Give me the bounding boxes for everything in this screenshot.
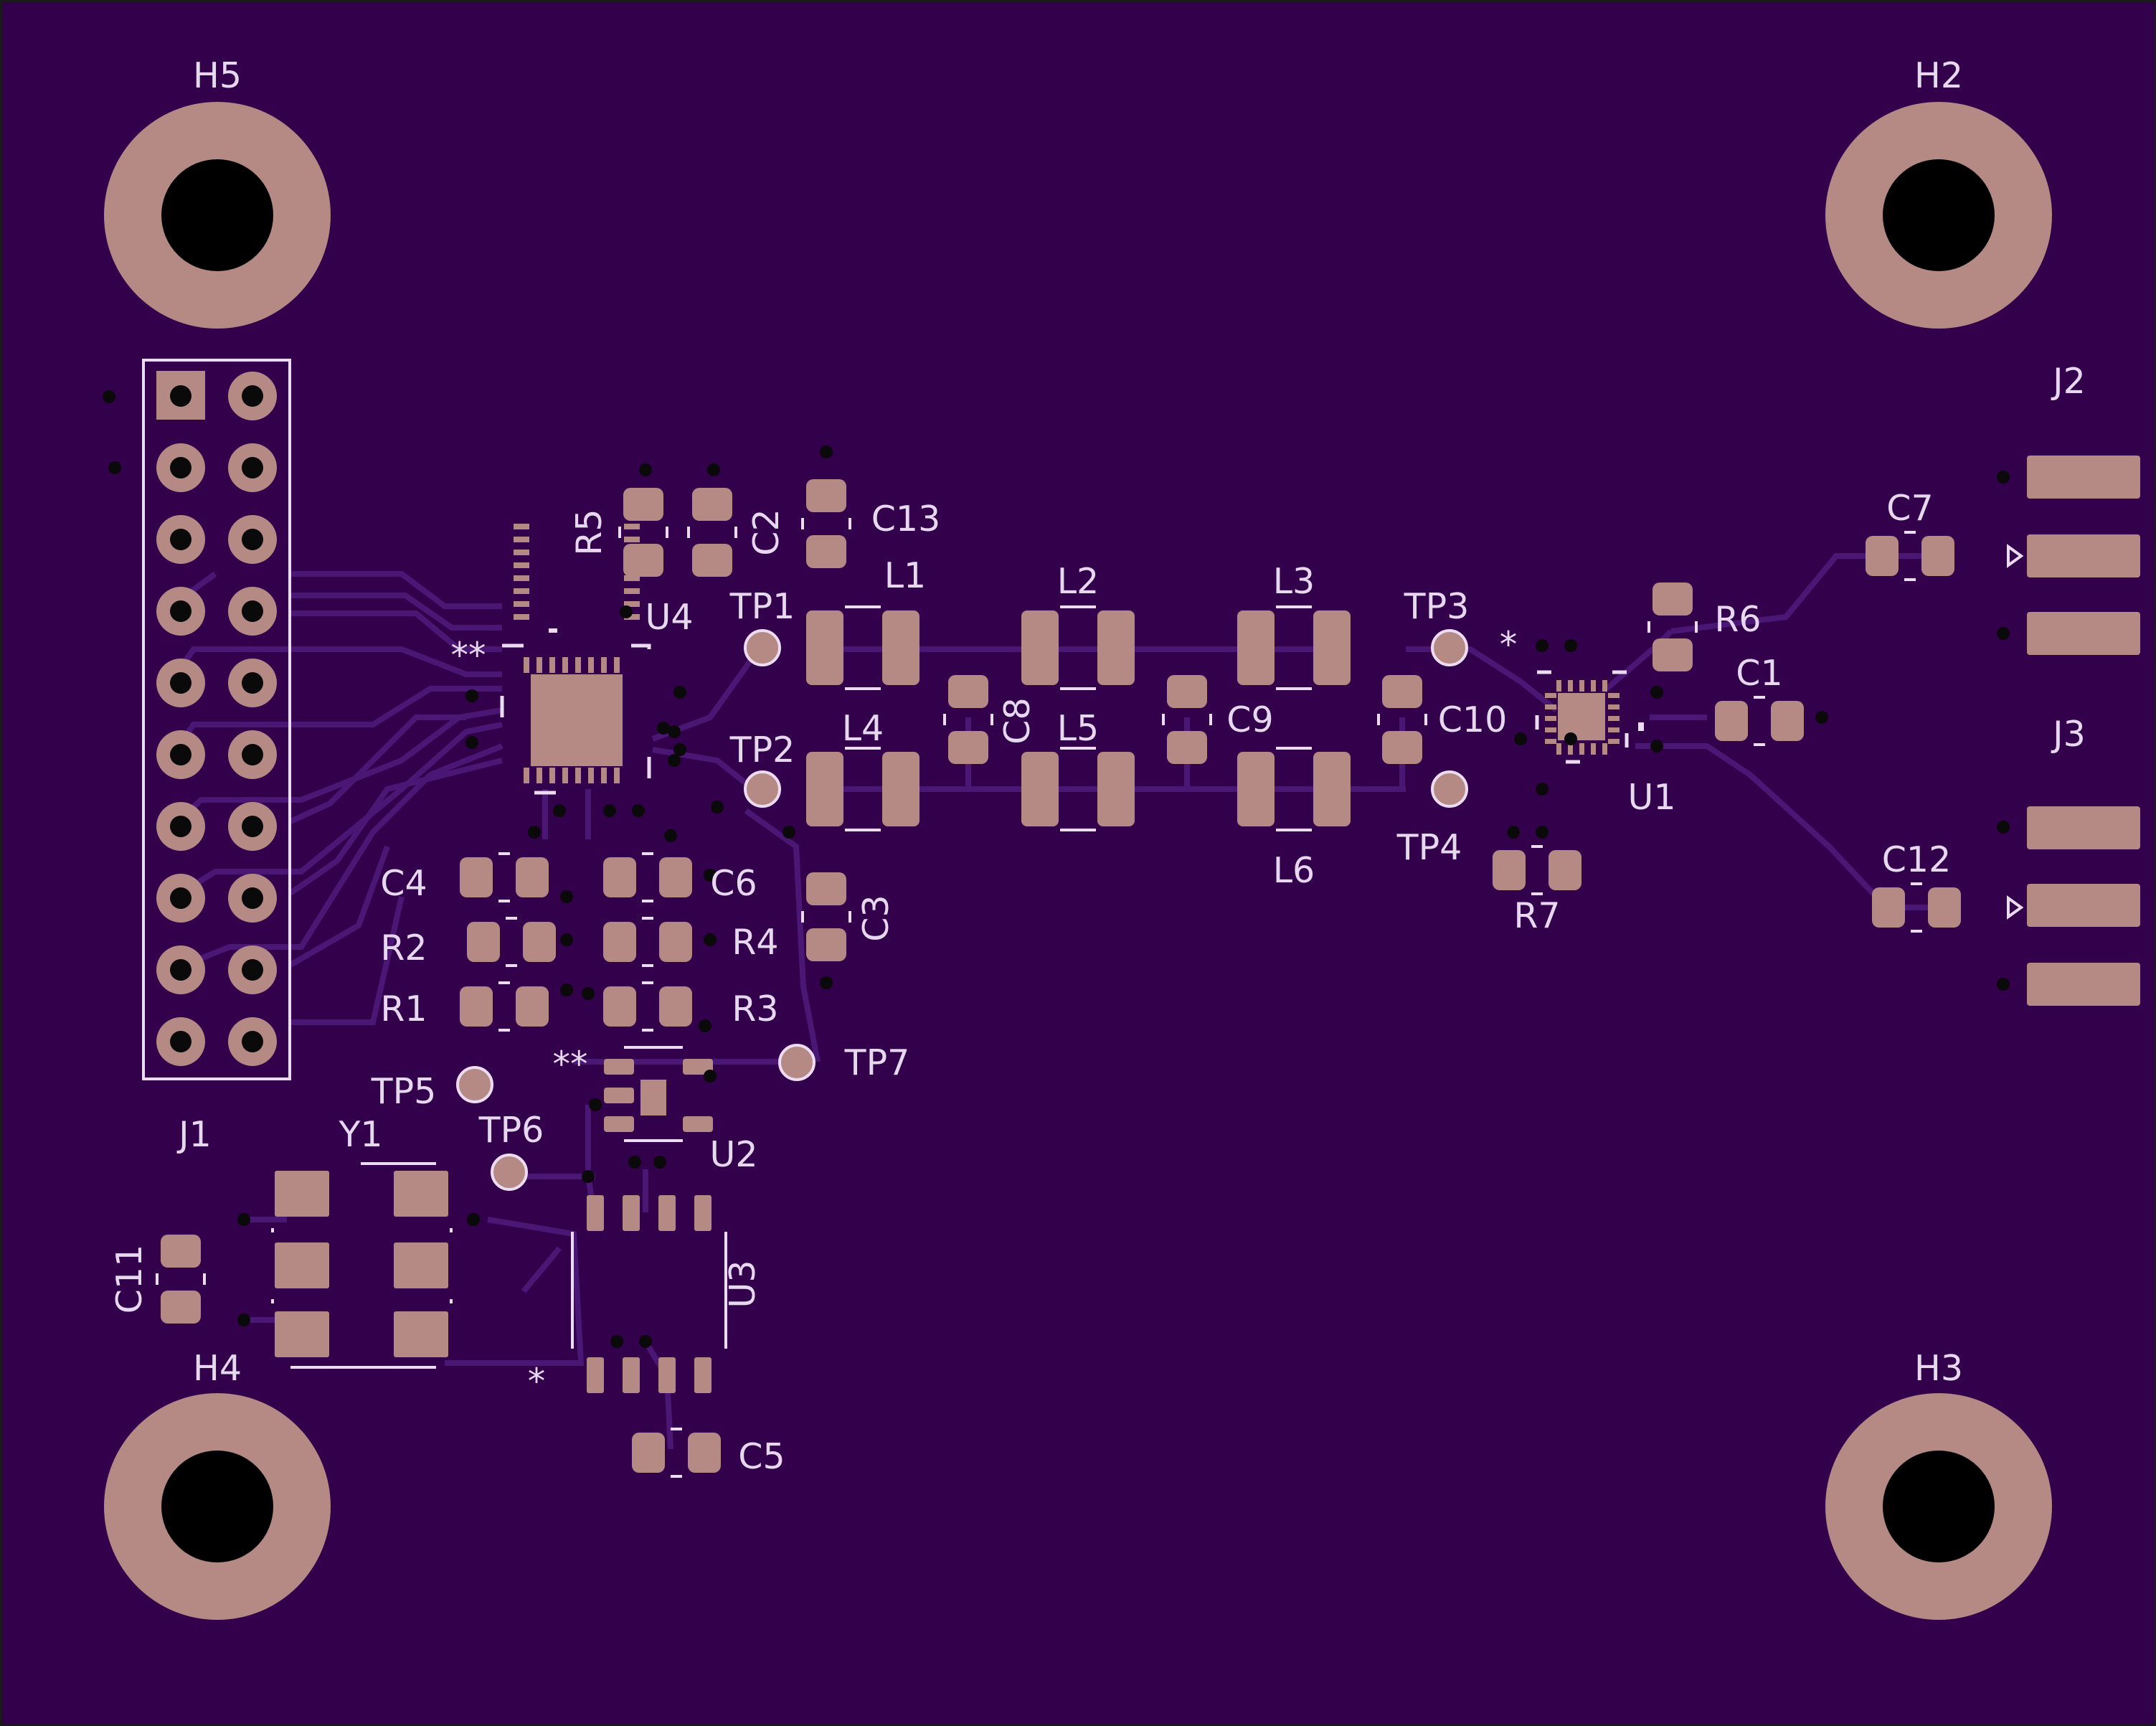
label-l5: L5 [1057, 708, 1099, 749]
label-h3: H3 [1914, 1348, 1963, 1389]
label-u4: U4 [645, 597, 693, 638]
connector-j1 [142, 359, 291, 1080]
label-c9: C9 [1226, 699, 1273, 740]
label-c13: C13 [871, 499, 941, 539]
tp2 [744, 770, 781, 808]
chip-u3 [571, 1195, 727, 1393]
mounting-holes [104, 102, 2052, 1620]
mounting-hole-h2 [1825, 102, 2052, 329]
label-r5: R5 [569, 509, 610, 555]
label-tp5: TP5 [371, 1071, 437, 1112]
label-c10: C10 [1438, 699, 1508, 740]
label-tp1: TP1 [729, 586, 795, 627]
chip-u1 [1535, 670, 1644, 764]
label-r3: R3 [732, 989, 778, 1029]
label-c5: C5 [738, 1436, 785, 1477]
passive-components [156, 479, 1961, 1478]
label-u1-star: * [1500, 624, 1518, 665]
label-c11: C11 [109, 1245, 150, 1314]
label-c6: C6 [710, 863, 757, 904]
tp1 [744, 629, 781, 666]
label-tp3: TP3 [1404, 586, 1470, 627]
mounting-hole-h4 [104, 1393, 331, 1620]
label-u2-star: ** [553, 1044, 588, 1085]
label-u3-star: * [528, 1361, 546, 1402]
label-y1: Y1 [338, 1114, 382, 1155]
label-l1: L1 [884, 555, 926, 596]
label-h5: H5 [193, 55, 242, 96]
label-c4: C4 [380, 863, 427, 904]
label-j3: J3 [2051, 714, 2086, 755]
mounting-hole-h3 [1825, 1393, 2052, 1620]
label-l2: L2 [1057, 561, 1099, 602]
label-u2: U2 [709, 1134, 757, 1175]
tp4 [1431, 770, 1468, 808]
label-u1: U1 [1627, 777, 1675, 818]
silkscreen-labels: H5 H2 H4 H3 J1 J2 J3 U4 U1 U2 U3 Y1 L1 L… [109, 55, 2086, 1477]
label-u4-star: ** [451, 635, 486, 676]
label-r4: R4 [732, 922, 778, 963]
label-h4: H4 [193, 1348, 242, 1389]
label-tp4: TP4 [1396, 827, 1462, 868]
chip-u2 [604, 1046, 713, 1142]
label-c2: C2 [746, 509, 787, 555]
mounting-hole-h5 [104, 102, 331, 329]
label-j2: J2 [2051, 361, 2086, 402]
tp7 [778, 1044, 815, 1081]
label-r1: R1 [380, 989, 427, 1029]
tp3 [1431, 629, 1468, 666]
label-j1: J1 [176, 1114, 212, 1155]
vias [103, 390, 2010, 1348]
label-tp2: TP2 [729, 730, 795, 770]
label-c8: C8 [997, 697, 1038, 744]
label-l4: L4 [842, 708, 884, 749]
label-tp6: TP6 [478, 1110, 544, 1151]
label-c12: C12 [1882, 839, 1952, 880]
tp6 [491, 1154, 528, 1191]
label-r2: R2 [380, 928, 427, 968]
label-c1: C1 [1736, 653, 1782, 694]
label-c7: C7 [1886, 488, 1933, 529]
label-l6: L6 [1273, 850, 1315, 891]
label-tp7: TP7 [844, 1042, 910, 1083]
label-l3: L3 [1273, 561, 1315, 602]
pin1-markers [2007, 544, 2024, 920]
inductors [806, 605, 1351, 831]
tp5 [456, 1066, 493, 1103]
connector-j2 [2027, 456, 2140, 655]
test-points [456, 629, 1468, 1191]
label-u3: U3 [722, 1260, 763, 1308]
crystal-y1 [271, 1162, 453, 1369]
label-c3: C3 [856, 895, 897, 941]
label-h2: H2 [1914, 55, 1963, 96]
label-r6: R6 [1714, 599, 1761, 640]
label-r7: R7 [1513, 895, 1560, 936]
connector-j3 [2027, 806, 2140, 1006]
